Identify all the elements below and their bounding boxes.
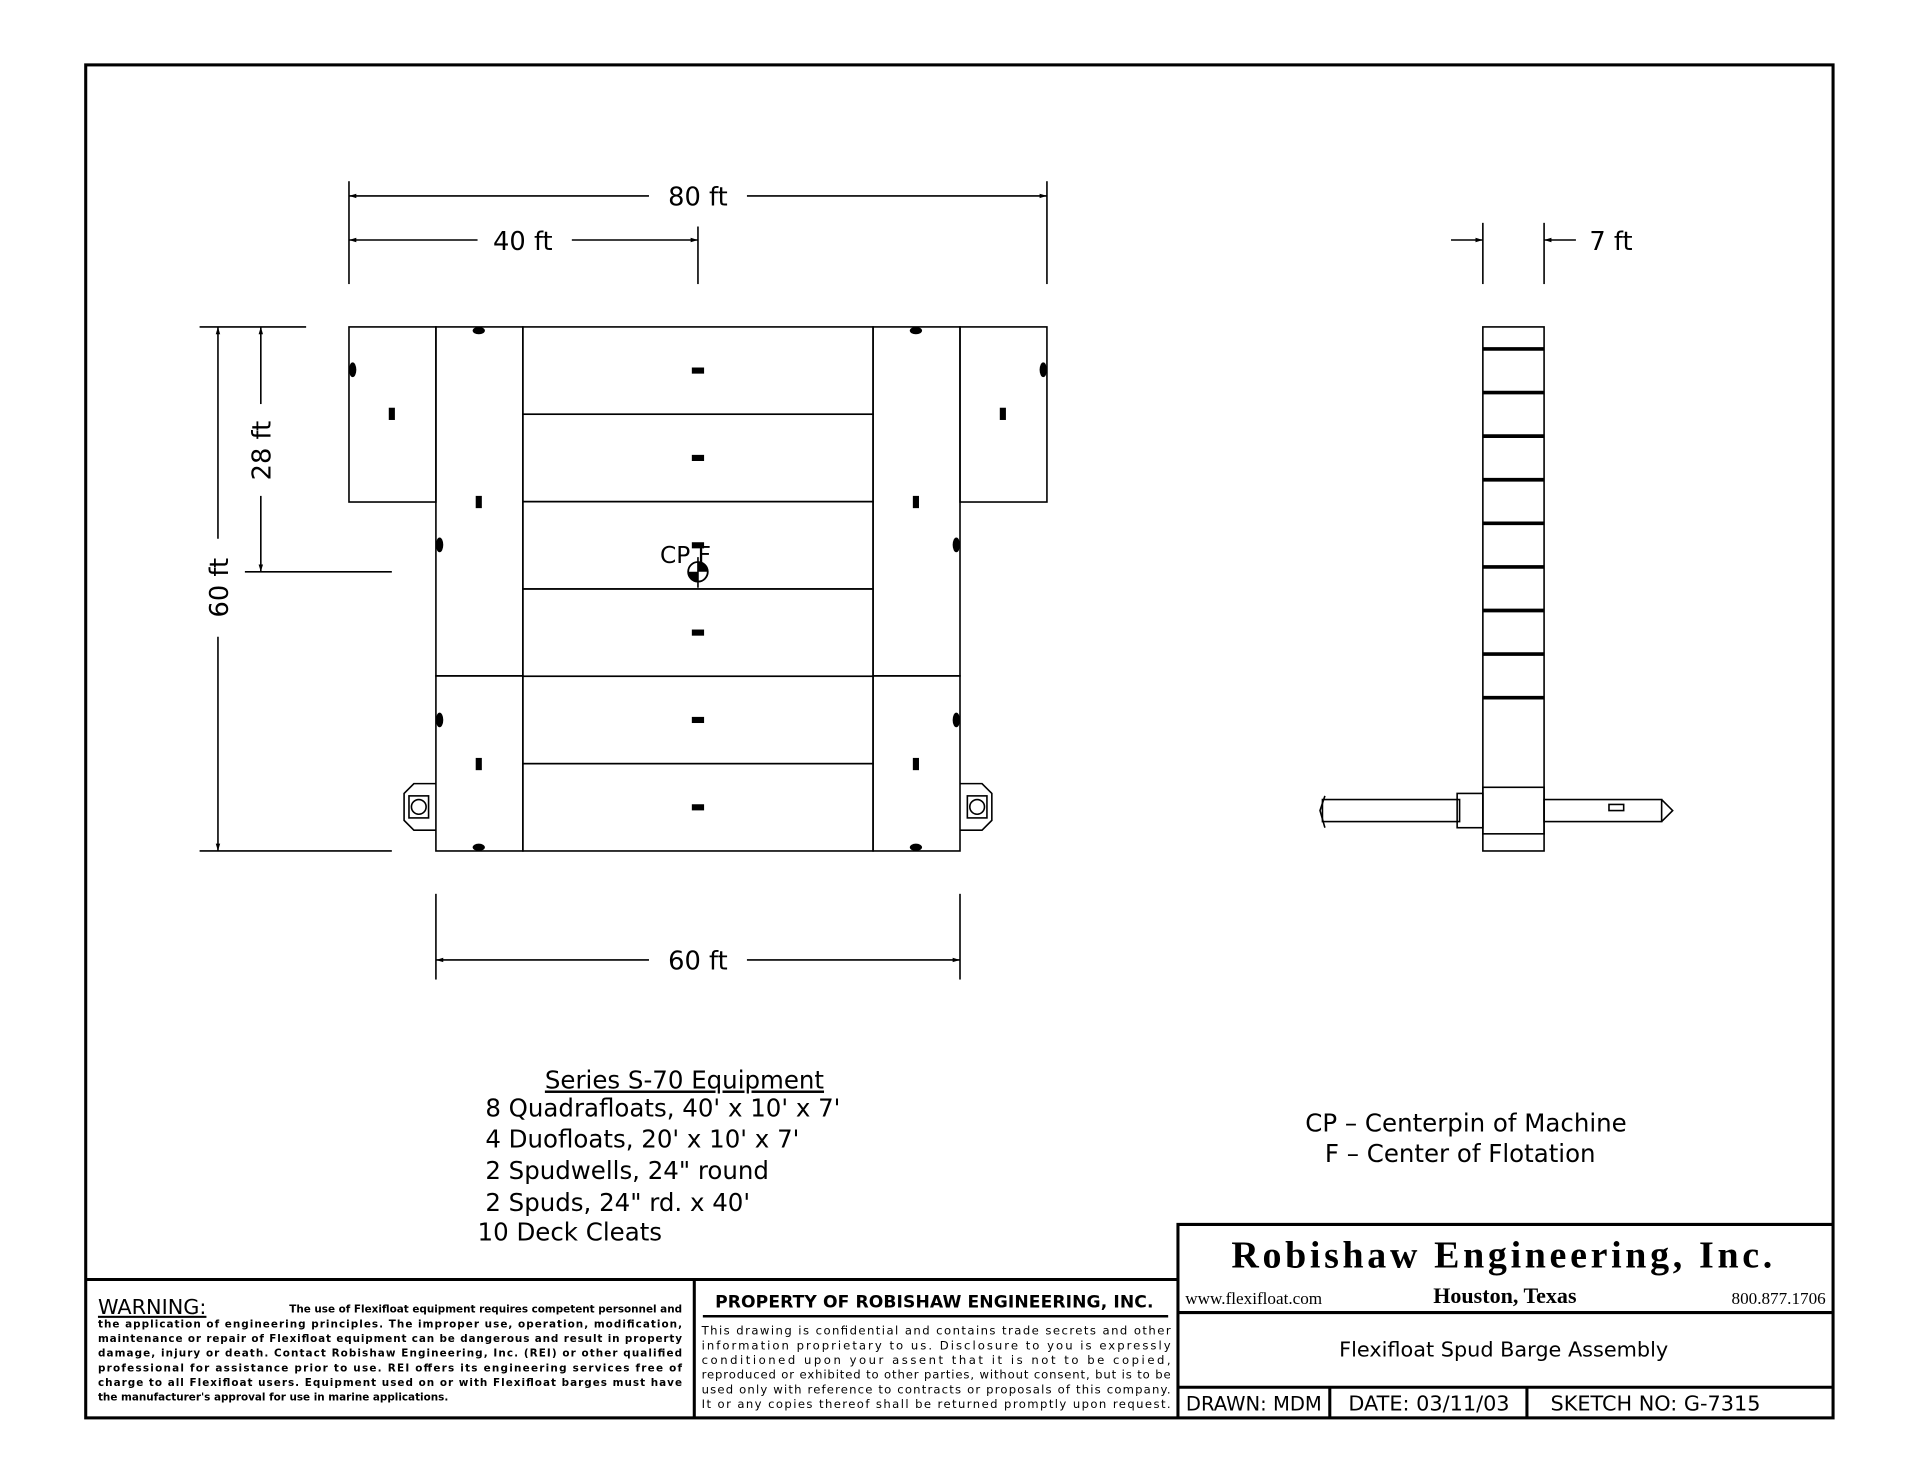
- warning-block: WARNING: The use of Flexifloat equipment…: [85, 1277, 1178, 1418]
- connector-pocket: [691, 716, 705, 724]
- dim-7ft: 7 ft: [1589, 227, 1632, 257]
- warning-line: professional for assistance prior to use…: [98, 1362, 683, 1374]
- equipment-list: Series S-70 Equipment 8 Quadrafloats, 40…: [478, 1066, 841, 1247]
- warning-line: the manufacturer's approval for use in m…: [98, 1392, 448, 1404]
- sketch-number: SKETCH NO: G-7315: [1551, 1392, 1761, 1416]
- drawing-title: Flexifloat Spud Barge Assembly: [1339, 1338, 1668, 1362]
- spudwell-left: [403, 782, 436, 831]
- spud: [1319, 786, 1674, 835]
- dim-28ft: 28 ft: [248, 421, 278, 481]
- connector-pocket: [388, 407, 395, 420]
- deck-cleat: [952, 712, 960, 728]
- legend-f: F – Center of Flotation: [1325, 1139, 1596, 1168]
- dim-60ft-bottom: 60 ft: [668, 947, 728, 977]
- connector-pocket: [691, 629, 705, 636]
- quadrafloat-center: [522, 762, 874, 852]
- property-line: reproduced or exhibited to other parties…: [702, 1368, 1171, 1382]
- drawing-date: DATE: 03/11/03: [1348, 1392, 1509, 1416]
- connector-pocket: [912, 495, 919, 509]
- connector-pocket: [475, 495, 482, 509]
- dimensions: 80 ft 40 ft 60 ft 28 ft 60 ft: [199, 181, 1048, 980]
- legend-cp: CP – Centerpin of Machine: [1305, 1108, 1626, 1137]
- warning-line: charge to all Flexifloat users. Equipmen…: [98, 1377, 682, 1389]
- sheet-border: [84, 63, 1835, 1420]
- connector-pocket: [999, 407, 1006, 420]
- warning-line: maintenance or repair of Flexifloat equi…: [98, 1333, 682, 1345]
- deck-cleat: [952, 537, 960, 553]
- property-block: PROPERTY OF ROBISHAW ENGINEERING, INC. T…: [701, 1293, 1171, 1411]
- warning-line: damage, injury or death. Contact Robisha…: [98, 1348, 682, 1360]
- deck-cleat: [472, 326, 485, 335]
- deck-cleat: [435, 712, 444, 728]
- cp-f-label: CP F: [660, 542, 711, 569]
- centerpin-marker: [687, 557, 709, 588]
- drawn-by: DRAWN: MDM: [1186, 1393, 1322, 1416]
- connector-pocket: [475, 757, 482, 771]
- spudwell-right: [960, 782, 993, 831]
- property-line: This drawing is confidential and contain…: [701, 1324, 1171, 1338]
- connector-pocket: [912, 757, 919, 771]
- company-name: Robishaw Engineering, Inc.: [1231, 1234, 1776, 1276]
- equipment-item: 2 Spudwells, 24" round: [478, 1156, 769, 1185]
- deck-cleat: [909, 326, 923, 335]
- equipment-item: 8 Quadrafloats, 40' x 10' x 7': [478, 1094, 841, 1123]
- connector-pocket: [691, 542, 705, 549]
- property-heading: PROPERTY OF ROBISHAW ENGINEERING, INC.: [715, 1293, 1153, 1313]
- warning-heading: WARNING:: [98, 1295, 206, 1319]
- plan-view: CP F: [348, 326, 1048, 852]
- equipment-item: 4 Duofloats, 20' x 10' x 7': [478, 1124, 800, 1153]
- property-line: used only with reference to contracts or…: [702, 1382, 1171, 1396]
- phone: 800.877.1706: [1732, 1289, 1827, 1308]
- location: Houston, Texas: [1433, 1283, 1577, 1308]
- deck-cleat: [909, 843, 923, 851]
- center-quadrafloats: [522, 326, 874, 852]
- dim-40ft: 40 ft: [493, 227, 553, 257]
- property-line: information proprietary to us. Disclosur…: [702, 1338, 1171, 1352]
- equipment-title: Series S-70 Equipment: [545, 1066, 825, 1095]
- title-block: Robishaw Engineering, Inc. www.flexifloa…: [1176, 1222, 1834, 1418]
- side-view: 7 ft: [1319, 222, 1674, 852]
- equipment-item: 2 Spuds, 24" rd. x 40': [478, 1188, 751, 1217]
- property-line: It or any copies thereof shall be return…: [702, 1397, 1171, 1411]
- dim-80ft: 80 ft: [668, 183, 728, 213]
- warning-line: The use of Flexifloat equipment requires…: [289, 1304, 682, 1316]
- deck-cleats: [348, 326, 1047, 851]
- deck-cleat: [348, 362, 357, 378]
- warning-line: the application of engineering principle…: [98, 1318, 682, 1330]
- website[interactable]: www.flexifloat.com: [1185, 1289, 1322, 1308]
- deck-cleat: [435, 537, 444, 553]
- legend: CP – Centerpin of Machine F – Center of …: [1305, 1108, 1626, 1168]
- connector-pocket: [691, 454, 705, 461]
- connector-pocket: [691, 367, 705, 374]
- dim-60ft-vertical: 60 ft: [205, 558, 235, 618]
- deck-cleat: [472, 843, 485, 851]
- property-line: conditioned upon your assent that it is …: [702, 1353, 1171, 1367]
- equipment-item: 10 Deck Cleats: [478, 1217, 662, 1246]
- connector-pocket: [691, 804, 705, 811]
- deck-cleat: [1039, 362, 1047, 378]
